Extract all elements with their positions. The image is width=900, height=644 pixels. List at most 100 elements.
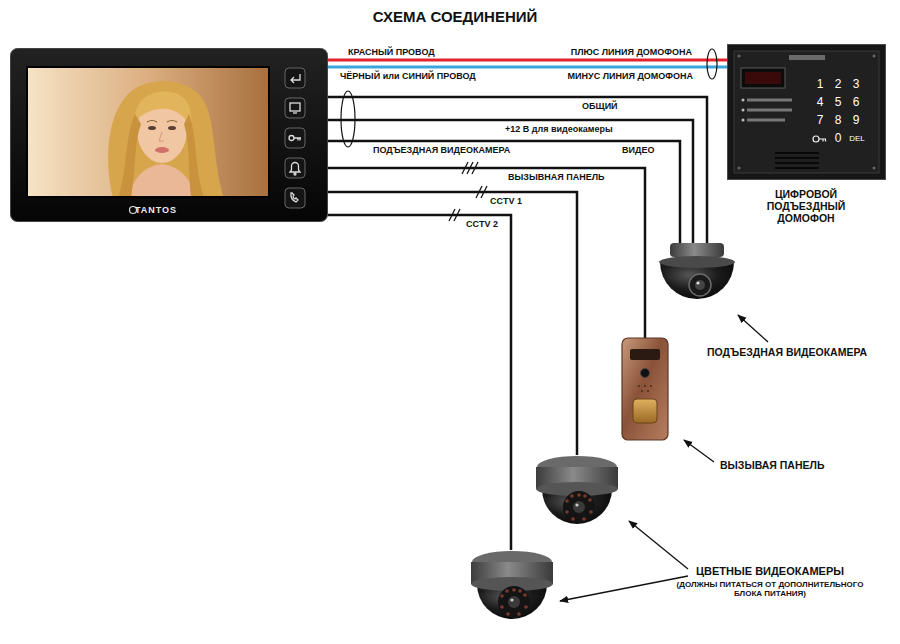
call-panel — [638, 385, 652, 392]
call-panel — [641, 369, 650, 378]
color-dome-camera — [577, 493, 581, 497]
keypad-key: 5 — [835, 96, 842, 110]
call-panel — [650, 385, 652, 387]
button-icon — [294, 173, 296, 175]
color-dome-camera — [517, 612, 521, 616]
signal-wire — [328, 141, 680, 246]
screen-photo — [134, 92, 191, 128]
screen-photo — [108, 81, 224, 196]
color-dome-camera — [565, 493, 593, 521]
diagram-title: СХЕМА СОЕДИНЕНИЙ — [373, 8, 538, 25]
indicator-line — [747, 109, 792, 112]
color-dome-camera — [518, 589, 522, 593]
brand-plate — [789, 55, 825, 60]
intercom-drawing — [738, 55, 876, 170]
intercom-drawing — [873, 55, 876, 58]
screen-photo — [159, 132, 164, 141]
color-dome-camera — [570, 494, 574, 498]
monitor-button — [285, 188, 305, 208]
color-dome-camera — [589, 510, 593, 514]
entry-dome-camera — [659, 243, 735, 299]
leader-line — [560, 576, 688, 601]
screen-photo — [184, 114, 204, 196]
keypad-key: 4 — [817, 96, 824, 110]
wire-count-mark — [462, 162, 468, 174]
color-dome-camera — [563, 491, 595, 523]
device-label: ВЫЗЫВАЯ ПАНЕЛЬ — [720, 459, 824, 471]
video-monitor: TANTOS — [10, 48, 328, 222]
key-icon — [813, 136, 826, 142]
button-icon — [294, 138, 301, 141]
bundle-mark — [707, 49, 717, 79]
signal-wire — [328, 192, 577, 455]
call-panel — [633, 399, 657, 423]
speaker-grille — [775, 167, 819, 169]
leader-line — [738, 315, 768, 342]
wire-count-mark — [449, 162, 487, 221]
brand-name: TANTOS — [135, 205, 177, 215]
screen-photo — [148, 126, 156, 130]
button-icon — [293, 112, 297, 113]
indicator-line — [742, 119, 745, 122]
call-panel — [622, 338, 668, 440]
keypad-key: 0 — [835, 132, 842, 146]
color-dome-camera — [500, 594, 504, 598]
wire-count-mark — [472, 162, 478, 174]
indicator-line — [742, 99, 793, 122]
wire-count-mark — [454, 209, 460, 221]
device-label: ЦВЕТНЫЕ ВИДЕОКАМЕРЫ — [696, 565, 844, 578]
entry-dome-camera — [659, 256, 735, 268]
leader-line — [684, 440, 714, 462]
keypad-key: 1 — [817, 78, 824, 92]
keypad-key: 7 — [817, 114, 824, 128]
key-icon — [813, 136, 819, 142]
screen-photo — [147, 121, 177, 123]
entry-dome-camera — [695, 280, 705, 290]
signal-wire — [328, 168, 645, 340]
signal-wire — [328, 97, 707, 550]
line-label: МИНУС ЛИНИЯ ДОМОФОНА — [568, 71, 693, 81]
monitor-button — [285, 98, 305, 118]
device-caption: ЦИФРОВОЙ ПОДЪЕЗДНЫЙ ДОМОФОН — [751, 188, 861, 224]
device-label: ПОДЪЕЗДНАЯ ВИДЕОКАМЕРА — [707, 346, 867, 358]
color-dome-camera — [565, 510, 569, 514]
leader-line — [629, 521, 688, 569]
keypad-key: 3 — [853, 78, 860, 92]
wire-count-mark — [467, 162, 473, 174]
entry-dome-camera — [670, 243, 724, 257]
color-dome-camera — [500, 605, 504, 609]
indicator-line — [742, 109, 745, 112]
speaker-grille — [775, 157, 819, 159]
button-icon — [289, 136, 294, 141]
monitor-button — [285, 68, 305, 88]
color-dome-camera — [524, 605, 528, 609]
speaker-grille — [775, 152, 819, 169]
cable-name: CCTV 1 — [490, 196, 522, 206]
color-dome-camera — [582, 517, 586, 521]
button-icon — [290, 163, 300, 173]
button-icon — [291, 74, 300, 83]
screen-photo — [155, 147, 169, 153]
speaker-grille — [775, 152, 819, 154]
wire-name: КРАСНЫЙ ПРОВОД — [348, 47, 435, 57]
screen-photo — [28, 68, 268, 196]
key-icon — [819, 139, 826, 142]
color-dome-camera — [571, 517, 575, 521]
signal-wire — [328, 97, 707, 246]
signal-name: ВИДЕО — [622, 145, 654, 155]
call-panel — [622, 338, 668, 440]
color-dome-camera — [498, 586, 530, 618]
intercom-drawing — [734, 51, 879, 173]
keypad-key: DEL — [849, 134, 865, 143]
indicator-line — [747, 119, 785, 122]
intercom-drawing — [728, 45, 886, 180]
cable-name: ВЫЗЫВНАЯ ПАНЕЛЬ — [508, 172, 604, 182]
call-panel — [641, 390, 643, 392]
call-panel — [638, 385, 640, 387]
indicator-line — [747, 99, 792, 102]
button-icon — [291, 193, 298, 202]
monitor-button — [285, 68, 305, 208]
color-dome-camera — [583, 494, 587, 498]
intercom-drawing — [738, 55, 741, 58]
